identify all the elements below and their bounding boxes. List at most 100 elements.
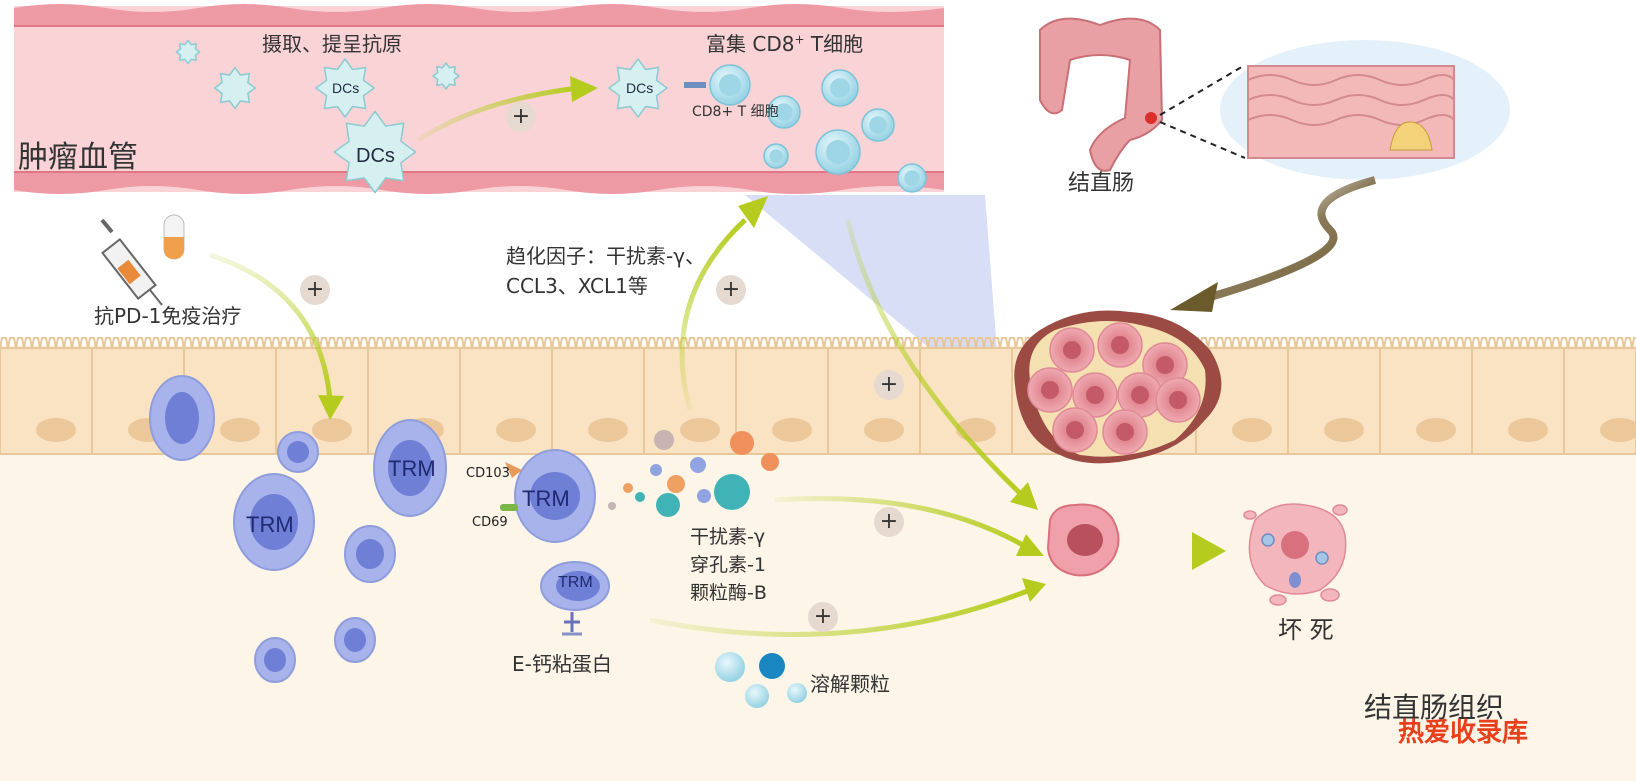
epithelial-nucleus: [1232, 418, 1272, 442]
tumor-cell-nucleus: [1086, 386, 1104, 404]
therapy-label: 抗PD-1免疫治疗: [94, 304, 242, 328]
epithelial-nucleus: [588, 418, 628, 442]
cd8-t-nucleus: [769, 149, 783, 163]
cytokine-particle: [690, 457, 706, 473]
syringe-icon: [100, 218, 163, 306]
plus-sign-4: +: [874, 370, 904, 400]
immune-cell-nucleus: [165, 392, 199, 444]
cd103-marker: [505, 462, 522, 478]
dc-label-1: DCs: [332, 80, 360, 96]
epithelial-nucleus: [496, 418, 536, 442]
chemokine-line1: 趋化因子：干扰素-γ、: [506, 244, 706, 268]
cd69-label: CD69: [472, 515, 508, 530]
target-tumor-cell: [1046, 503, 1120, 577]
necrotic-cell: [1243, 503, 1348, 606]
lytic-granules: [715, 652, 807, 708]
cd8-t-nucleus: [719, 74, 741, 96]
tumor-pointer-arrow: [1198, 176, 1377, 304]
trm-label-1: TRM: [388, 456, 436, 481]
cytokine-particle: [654, 430, 674, 450]
vessel-cells: [175, 39, 927, 194]
cytokine-line3: 颗粒酶-B: [690, 582, 767, 604]
dendritic-cell: [608, 58, 668, 118]
vessel-arrow: [416, 85, 579, 143]
pill-icon: [163, 214, 185, 260]
epithelial-nucleus: [1416, 418, 1456, 442]
immune-cell-nucleus: [264, 648, 286, 672]
dc-label-2: DCs: [356, 145, 395, 167]
dendritic-cell: [213, 66, 257, 110]
cytokine-line1: 干扰素-γ: [690, 526, 766, 548]
colon-label: 结直肠: [1068, 171, 1135, 196]
tumor-cell-nucleus: [1116, 423, 1134, 441]
granule-label: 溶解颗粒: [810, 672, 890, 696]
cd8-t-nucleus: [830, 78, 850, 98]
e-cadherin-marker: [562, 612, 582, 636]
dendritic-cell: [432, 62, 460, 90]
enrich-cd8-label: 富集 CD8+ T细胞: [706, 28, 863, 57]
epithelial-nucleus: [1508, 418, 1548, 442]
enrich-sup: +: [794, 32, 805, 47]
epithelial-nucleus: [772, 418, 812, 442]
trm-label-2: TRM: [246, 512, 294, 537]
cytokine-arrow-head: [1016, 534, 1044, 556]
tumor-cell-nucleus: [1111, 336, 1129, 354]
cd8-t-nucleus: [904, 170, 920, 186]
immune-cell-nucleus: [250, 494, 298, 550]
trm-label-3: TRM: [522, 486, 570, 511]
cytokine-particle: [656, 493, 680, 517]
tumor-cell-nucleus: [1066, 421, 1084, 439]
small-trm-nucleus: [556, 571, 600, 601]
cytokine-particle: [608, 502, 616, 510]
immune-cells: [149, 375, 610, 683]
enrich-text: 富集 CD8: [706, 32, 795, 56]
cytokine-particle: [697, 489, 711, 503]
immune-cell-nucleus: [287, 441, 309, 463]
therapy-arrow: [209, 252, 333, 401]
cytokine-line2: 穿孔素-1: [690, 554, 766, 576]
plus-sign-6: +: [808, 602, 838, 632]
therapy-arrow-head: [318, 395, 344, 420]
watermark: 热爱收录库: [1398, 718, 1529, 748]
cytokine-arrow: [774, 496, 1030, 551]
dendritic-cell: [175, 39, 201, 65]
epithelial-nucleus: [864, 418, 904, 442]
zoom-line-bottom: [1159, 121, 1246, 159]
plus-sign-2: +: [300, 275, 330, 305]
immune-cell-nucleus: [356, 539, 384, 569]
vessel-arrow-head: [570, 76, 598, 102]
cd8-t-nucleus: [825, 139, 851, 165]
epithelial-nucleus: [1600, 418, 1636, 442]
plus-sign-5: +: [874, 507, 904, 537]
granule-arrow: [649, 587, 1031, 638]
zoom-line-top: [1159, 64, 1246, 116]
chemokine-arrow: [679, 218, 747, 411]
epithelial-nucleus: [312, 418, 352, 442]
necrosis-label: 坏 死: [1278, 616, 1334, 644]
e-cadherin-label: E-钙粘蛋白: [512, 652, 612, 676]
cd69-marker: [500, 504, 518, 511]
cytokine-particle: [730, 431, 754, 455]
cytokine-particle: [650, 464, 662, 476]
cytokine-particles: [608, 430, 779, 517]
tissue-label: 结直肠组织: [1364, 691, 1505, 724]
plus-sign-3: +: [716, 275, 746, 305]
cd8-cell-label: CD8+ T 细胞: [692, 104, 779, 120]
tumor-cells: [1027, 322, 1201, 455]
dendritic-cell: [315, 58, 375, 118]
tumor-cell-nucleus: [1156, 356, 1174, 374]
immune-cell-nucleus: [388, 440, 432, 496]
immune-cell-nucleus: [530, 472, 580, 520]
tcell-arrow-head: [1010, 482, 1038, 510]
tumor-cell-nucleus: [1131, 386, 1149, 404]
cd8-t-nucleus: [869, 116, 887, 134]
plus-sign-1: +: [506, 102, 536, 132]
cytokine-particle: [635, 492, 645, 502]
epithelium-layer: [0, 337, 1636, 455]
chemokine-line2: CCL3、XCL1等: [506, 274, 648, 298]
antigen-uptake-label: 摄取、提呈抗原: [262, 32, 402, 56]
immune-cell-nucleus: [344, 628, 366, 652]
colon-section: [1247, 65, 1455, 159]
